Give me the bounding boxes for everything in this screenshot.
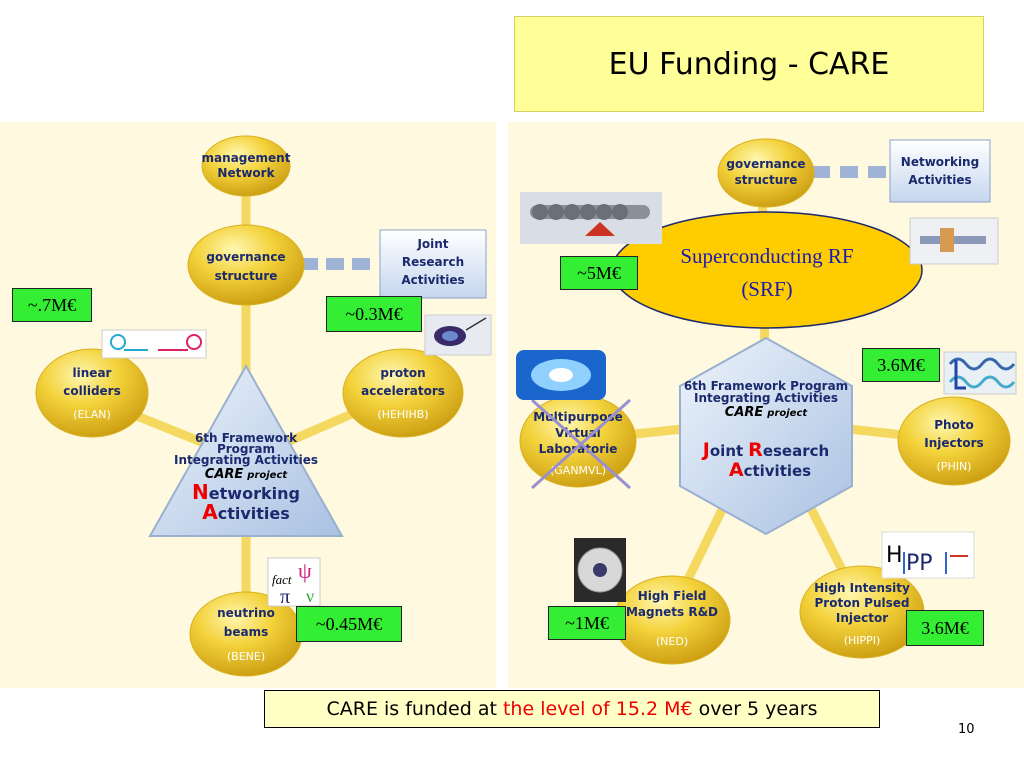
svg-text:6th Framework Program: 6th Framework Program (684, 379, 848, 393)
node-linear-colliders: linear colliders (ELAN) (35, 348, 149, 438)
svg-text:6th Framework: 6th Framework (195, 431, 298, 445)
svg-text:Integrating Activities: Integrating Activities (174, 453, 318, 467)
funding-bene: ~0.45M€ (296, 606, 402, 642)
svg-text:(ELAN): (ELAN) (73, 408, 111, 421)
joint-research-hub-hexagon: 6th Framework Program Integrating Activi… (679, 336, 853, 536)
hehihb-image (424, 314, 492, 356)
magnet-disc-image (574, 538, 626, 602)
ganmvl-network-image (516, 350, 606, 400)
joint-research-box-left: Joint Research Activities (379, 229, 487, 299)
svg-text:Network: Network (217, 166, 275, 180)
svg-text:management: management (202, 151, 291, 165)
svg-text:High Intensity: High Intensity (814, 581, 910, 595)
networking-activities-box: Networking Activities (889, 139, 991, 203)
node-governance-structure-left: governance structure (187, 224, 305, 306)
svg-text:Activities: Activities (729, 459, 811, 481)
svg-text:(PHIN): (PHIN) (937, 460, 972, 473)
svg-text:accelerators: accelerators (361, 384, 445, 398)
svg-text:Networking: Networking (192, 480, 300, 504)
page-number: 10 (958, 722, 975, 737)
hippi-logo: H PP (881, 531, 975, 579)
svg-text:neutrino: neutrino (217, 606, 275, 620)
svg-text:governance: governance (206, 250, 285, 264)
svg-text:Injectors: Injectors (924, 436, 983, 450)
svg-text:proton: proton (380, 366, 425, 380)
svg-text:PP: PP (906, 551, 933, 576)
funding-ned: ~1M€ (548, 606, 626, 640)
svg-text:Magnets R&D: Magnets R&D (626, 605, 718, 619)
svg-text:Proton Pulsed: Proton Pulsed (815, 596, 910, 610)
node-hippi-injector: High Intensity Proton Pulsed Injector (H… (799, 565, 925, 659)
node-management-network: management Network (201, 135, 291, 197)
svg-text:Activities: Activities (401, 273, 464, 287)
srf-cavity-image (520, 192, 662, 244)
summary-highlight: the level of 15.2 M€ (502, 698, 693, 720)
svg-text:structure: structure (215, 269, 278, 283)
svg-text:ν: ν (306, 586, 314, 606)
node-neutrino-beams: neutrino beams (BENE) (189, 591, 303, 677)
node-governance-structure-right: governance structure (717, 138, 815, 208)
dashed-link-left (300, 258, 370, 270)
svg-text:π: π (280, 586, 290, 608)
node-high-field-magnets: High Field Magnets R&D (NED) (613, 575, 731, 665)
svg-text:ψ: ψ (298, 558, 312, 583)
funding-phin: 3.6M€ (862, 348, 940, 382)
svg-text:structure: structure (735, 173, 798, 187)
elan-beam-image (101, 329, 207, 359)
summary-suffix: over 5 years (692, 698, 818, 720)
svg-text:linear: linear (73, 366, 112, 380)
slide-title: EU Funding - CARE (514, 16, 984, 112)
funding-elan: ~.7M€ (12, 288, 92, 322)
svg-text:(HIPPI): (HIPPI) (844, 634, 881, 647)
networking-hub-triangle: 6th Framework Program Integrating Activi… (148, 363, 344, 537)
svg-text:Program: Program (217, 442, 275, 456)
svg-text:High Field: High Field (638, 589, 707, 603)
svg-text:(NED): (NED) (656, 635, 688, 648)
svg-text:H: H (886, 543, 903, 568)
ganmvl-cross-mark (530, 398, 632, 490)
svg-text:colliders: colliders (63, 384, 121, 398)
svg-text:beams: beams (224, 625, 268, 639)
srf-ellipse: Superconducting RF (SRF) (611, 211, 923, 329)
funding-joint-research: ~0.3M€ (326, 296, 422, 332)
node-proton-accelerators: proton accelerators (HEHIHB) (342, 348, 464, 438)
svg-text:Activities: Activities (908, 173, 971, 187)
dashed-link-right (812, 166, 886, 178)
funding-hippi: 3.6M€ (906, 610, 984, 646)
svg-text:(BENE): (BENE) (227, 650, 265, 663)
svg-text:(HEHIHB): (HEHIHB) (377, 408, 428, 421)
svg-text:Networking: Networking (901, 155, 979, 169)
svg-text:Joint: Joint (416, 237, 448, 251)
svg-text:Superconducting RF: Superconducting RF (680, 244, 853, 268)
svg-text:Injector: Injector (836, 611, 888, 625)
funding-srf: ~5M€ (560, 256, 638, 290)
svg-text:governance: governance (726, 157, 805, 171)
node-photo-injectors: Photo Injectors (PHIN) (897, 396, 1011, 486)
funding-summary: CARE is funded at the level of 15.2 M€ o… (264, 690, 880, 728)
svg-text:(SRF): (SRF) (741, 277, 792, 301)
svg-text:Activities: Activities (202, 500, 290, 524)
svg-text:(GANMVL): (GANMVL) (550, 464, 606, 477)
svg-text:fact: fact (272, 572, 292, 587)
fact-psi-logo: fact ψ π ν (267, 557, 321, 608)
summary-prefix: CARE is funded at (326, 698, 503, 720)
svg-text:Photo: Photo (934, 418, 974, 432)
phin-setup-image (909, 217, 999, 265)
photo-injector-wave-image (943, 351, 1017, 395)
svg-text:Research: Research (402, 255, 464, 269)
svg-text:Laboratorie: Laboratorie (539, 442, 618, 456)
svg-text:Integrating Activities: Integrating Activities (694, 391, 838, 405)
